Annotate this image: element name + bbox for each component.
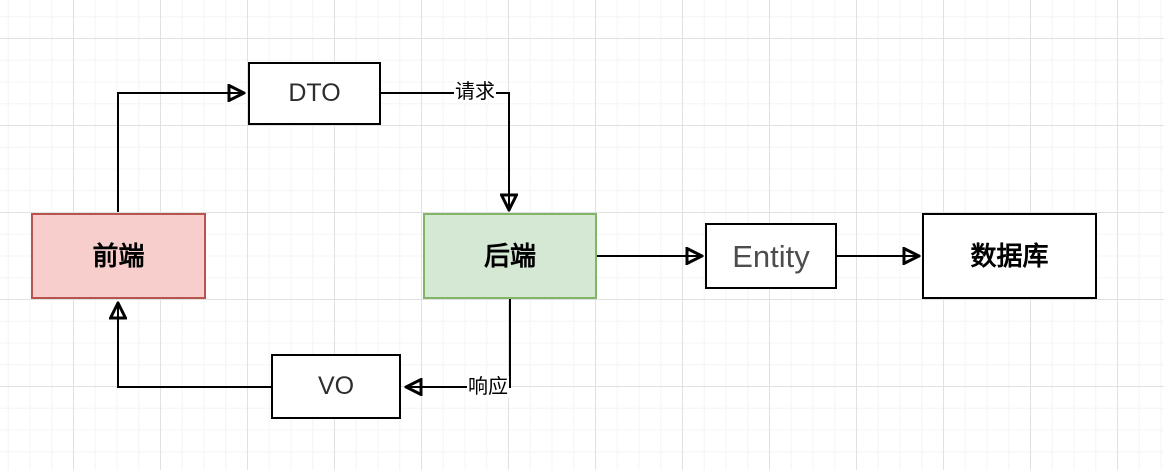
edge-frontend-to-dto[interactable] [117,93,244,212]
node-vo[interactable]: VO [271,354,401,419]
node-vo-label: VO [317,372,355,400]
node-frontend-label: 前端 [92,241,145,271]
node-frontend[interactable]: 前端 [31,213,206,299]
edge-backend-to-vo[interactable] [406,299,511,387]
edge-label-request[interactable]: 请求 [454,81,496,103]
node-backend-label: 后端 [483,241,536,271]
node-database[interactable]: 数据库 [922,213,1097,299]
node-database-label: 数据库 [970,241,1049,271]
edge-dto-to-backend[interactable] [381,92,509,210]
edge-vo-to-frontend[interactable] [118,303,271,388]
node-backend[interactable]: 后端 [423,213,597,299]
node-dto[interactable]: DTO [248,62,381,125]
node-entity[interactable]: Entity [705,223,837,289]
node-entity-label: Entity [732,238,810,274]
node-dto-label: DTO [288,79,341,107]
edge-label-response[interactable]: 响应 [467,376,509,398]
